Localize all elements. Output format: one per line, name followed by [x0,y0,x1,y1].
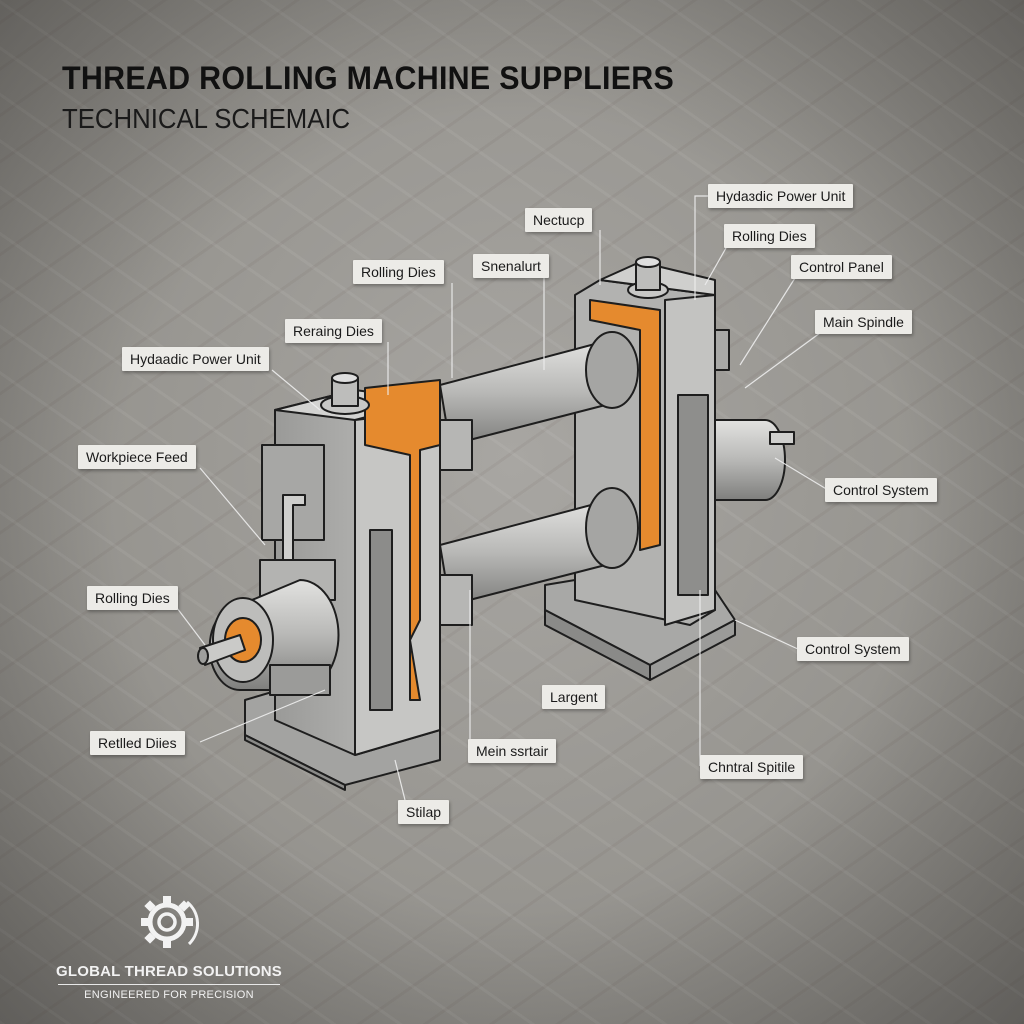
callout-retlled-diies: Retlled Diies [90,731,185,755]
callout-control-panel: Control Panel [791,255,892,279]
callout-workpiece-feed: Workpiece Feed [78,445,196,469]
logo-company-name: GLOBAL THREAD SOLUTIONS [56,963,282,980]
callout-snenalurt: Snenalurt [473,254,549,278]
page-subtitle: TECHNICAL SCHEMAIC [62,103,351,134]
right-orange-die [589,299,661,551]
page-title: THREAD ROLLING MACHINE SUPPLIERS [62,60,675,96]
callout-main-spindle: Main Spindle [815,310,912,334]
callout-control-system-lower: Control System [797,637,909,661]
callout-hydaadic-power-unit-top: Hydaɜdic Power Unit [708,184,854,208]
right-motor [714,419,786,501]
left-orange-die [364,379,441,701]
logo-divider [58,984,280,985]
logo-tagline: ENGINEERED FOR PRECISION [84,989,254,1001]
callout-rolling-dies-top-left: Rolling Dies [353,260,444,284]
callout-chntral-spitile: Chntral Spitile [700,755,804,779]
callout-control-system-upper: Control System [825,478,937,502]
callout-nectucp: Nectucp [525,208,593,232]
company-logo: GLOBAL THREAD SOLUTIONS ENGINEERED FOR P… [56,892,282,1001]
callout-largent: Largent [542,685,606,709]
gear-icon [141,896,200,948]
callout-reraing-dies: Reraing Dies [285,319,382,343]
callout-stilap: Stilap [398,800,450,824]
callout-rolling-dies-left: Rolling Dies [87,586,178,610]
callout-mein-ssrtair: Mein ssrtair [468,739,557,763]
callout-rolling-dies-top-right: Rolling Dies [724,224,815,248]
callout-hydaadic-power-unit-left: Hydaadic Power Unit [122,347,269,371]
